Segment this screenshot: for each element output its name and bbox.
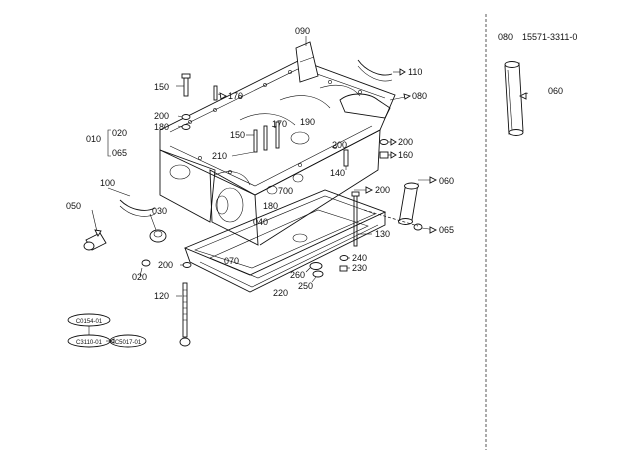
reference-bubbles: C0154-01 C3110-01 C5017-01 <box>67 313 147 348</box>
callout-080: 080 <box>412 91 427 101</box>
callout-200c: 200 <box>398 137 413 147</box>
callout-120: 120 <box>154 291 169 301</box>
callout-190: 190 <box>300 117 315 127</box>
nut-200-right <box>379 139 389 159</box>
cap-065-right <box>413 223 423 231</box>
callout-200e: 200 <box>158 260 173 270</box>
callout-065b: 065 <box>439 225 454 235</box>
cap-030 <box>149 229 167 243</box>
callout-200a: 200 <box>154 111 169 121</box>
plug-050 <box>83 232 107 251</box>
header-part-number: 15571-3311-0 <box>522 32 577 42</box>
callout-700: 700 <box>278 186 293 196</box>
callout-030: 030 <box>152 206 167 216</box>
callout-090: 090 <box>295 26 310 36</box>
callout-070: 070 <box>224 256 239 266</box>
callout-150a: 150 <box>154 82 169 92</box>
bolt-150-center <box>253 121 280 153</box>
seal-110 <box>357 59 393 76</box>
callout-180b: 180 <box>263 201 278 211</box>
callout-060a: 060 <box>439 176 454 186</box>
callout-050: 050 <box>66 201 81 211</box>
bracket-010 <box>107 129 111 157</box>
callout-020a: 020 <box>112 128 127 138</box>
bubble-1: C0154-01 <box>76 319 103 325</box>
callout-140: 140 <box>330 168 345 178</box>
stud-170-left <box>213 85 218 101</box>
bubble-3: C5017-01 <box>115 340 142 346</box>
bolt-120 <box>179 282 191 347</box>
crankcase-body <box>159 59 396 246</box>
pipe-060-middle <box>398 182 419 225</box>
pipe-060-right <box>504 61 524 136</box>
callout-230: 230 <box>352 263 367 273</box>
callout-200b: 200 <box>332 140 347 150</box>
callout-010: 010 <box>86 134 101 144</box>
bolt-140 <box>343 149 349 167</box>
callout-020b: 020 <box>132 272 147 282</box>
callout-260: 260 <box>290 270 305 280</box>
callout-130: 130 <box>375 229 390 239</box>
callout-100: 100 <box>100 178 115 188</box>
washer-200-left <box>181 114 191 130</box>
seal-100 <box>119 199 156 211</box>
bolt-150-left <box>181 73 191 97</box>
callout-180a: 180 <box>154 122 169 132</box>
callout-065a: 065 <box>112 148 127 158</box>
drain-plug-250 <box>309 262 324 278</box>
callout-220: 220 <box>273 288 288 298</box>
callout-170b: 170 <box>272 119 287 129</box>
callout-110: 110 <box>408 67 422 77</box>
cap-080 <box>339 93 391 119</box>
callout-250: 250 <box>298 281 313 291</box>
callout-060b: 060 <box>548 86 563 96</box>
callout-150b: 150 <box>230 130 245 140</box>
washer-240 <box>339 255 349 261</box>
bubble-2: C3110-01 <box>76 340 103 346</box>
washer-200-bottom <box>182 262 192 268</box>
callout-210: 210 <box>212 151 227 161</box>
callout-240: 240 <box>352 253 367 263</box>
callout-040: 040 <box>253 217 268 227</box>
callout-170a: 170 <box>228 91 243 101</box>
nut-230 <box>339 265 348 272</box>
callout-200d: 200 <box>375 185 390 195</box>
bolt-130 <box>351 191 360 247</box>
callout-160: 160 <box>398 150 413 160</box>
oil-pan-220 <box>183 189 387 293</box>
callout-labels: 090 110 080 150 170 200 180 010 020 065 … <box>66 26 563 301</box>
bracket-090 <box>295 41 319 83</box>
plug-020-bottom <box>141 259 151 267</box>
arrow-marks <box>94 68 527 237</box>
header-part-ref: 080 <box>498 32 513 42</box>
